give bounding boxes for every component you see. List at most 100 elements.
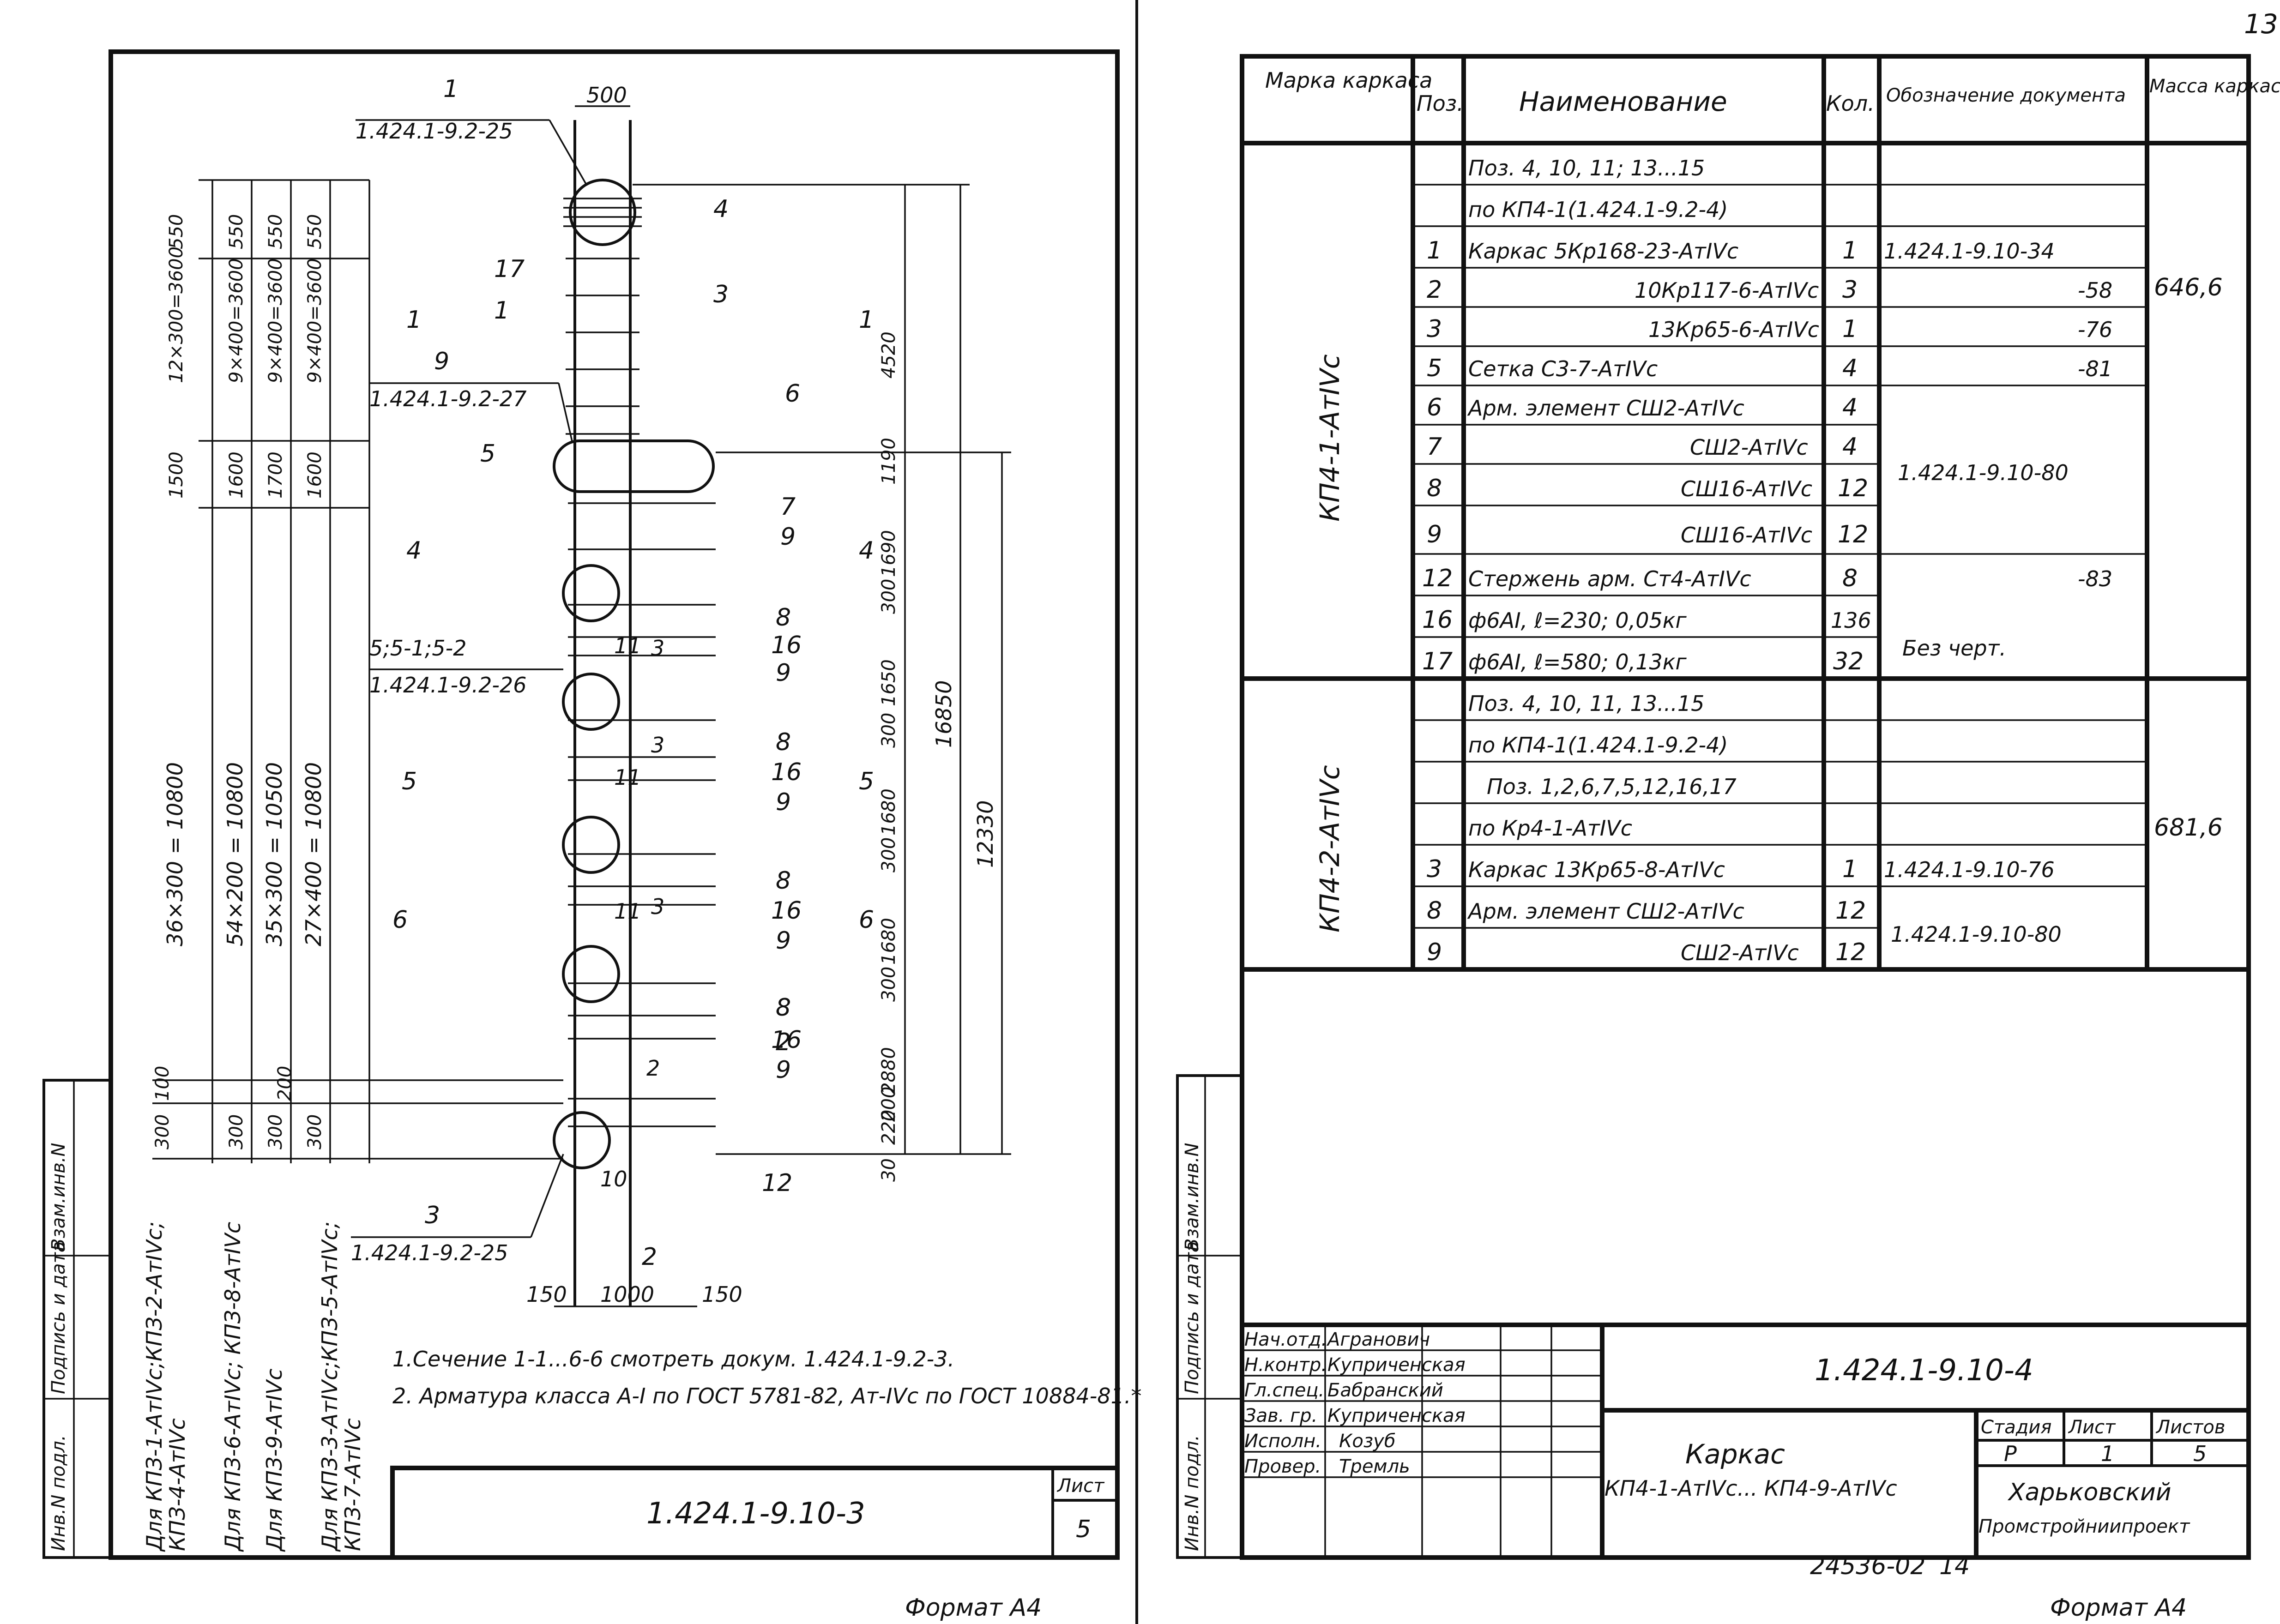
spec-table: Марка каркаса Поз. Наименование Кол. Обо… (1242, 56, 2280, 972)
c4-dim-2: 1600 (304, 451, 326, 499)
g1-row-10-pos: 12 (1422, 565, 1453, 592)
g2-row-5-pos: 8 (1427, 897, 1442, 925)
pos-label-24: 16 (771, 1026, 802, 1054)
g1-row-3-pos: 2 (1427, 276, 1442, 304)
left-stamp-sign: Подпись и дата (48, 1241, 69, 1394)
right-stamp-replace: Взам.инв.N (1182, 1143, 1203, 1251)
c2-dim-1: 9×400=3600 (226, 258, 247, 383)
left-code-block (390, 1466, 1120, 1560)
ref5-num: 5;5-1;5-2 (369, 636, 467, 661)
frame-elevation: 500 150 1000 150 (351, 75, 1011, 1307)
g1-row-7-pos: 7 (1427, 433, 1442, 461)
right-dim-7: 300 (878, 837, 899, 872)
g2-row-6-qty: 12 (1835, 938, 1866, 966)
c4-dim-1: 9×400=3600 (304, 258, 326, 383)
tb-name-5: Тремль (1339, 1456, 1410, 1477)
tb-role-3: Зав. гр. (1244, 1405, 1317, 1426)
g1-row-10-name: Стержень арм. Ст4-АтIVс (1468, 566, 1751, 591)
tb-stage-label: Стадия (1981, 1417, 2051, 1438)
g1-row-10-doc: -83 (2078, 566, 2112, 591)
right-dim-4: 1650 (878, 659, 899, 706)
tb-sheet-label: Лист (2068, 1417, 2116, 1438)
bottom-dim-1: 1000 (600, 1282, 654, 1307)
caption-c3: Для КПЗ-9-АтIVс (262, 1369, 287, 1552)
tb-sheet: 1 (2101, 1441, 2114, 1466)
left-doc-code: 1.424.1-9.10-3 (646, 1497, 865, 1531)
caption-c4b: КПЗ-7-АтIVс (340, 1418, 365, 1551)
left-sheet-label: Лист (1056, 1475, 1105, 1497)
c4-dim-4: 300 (304, 1114, 326, 1149)
g1-row-7-qty: 4 (1842, 433, 1858, 461)
pos-label-27: 2 (776, 1029, 791, 1056)
section-4b: 4 (859, 537, 874, 565)
pos-label-20: 9 (776, 927, 791, 955)
title-block: Нач.отд. Агранович Н.контр. Куприченская… (1240, 1323, 2251, 1560)
g1-row-5-pos: 5 (1427, 355, 1442, 382)
right-dim-11: 200 (878, 1087, 899, 1122)
archive-page: 14 (1939, 1552, 1970, 1580)
hdr-qty: Кол. (1826, 91, 1875, 116)
tb-name-0: Агранович (1326, 1329, 1430, 1350)
right-sheet: Инв.N подл. Подпись и дата Взам.инв.N Ма… (1176, 54, 2280, 1560)
pos-label-5: 5 (480, 440, 495, 468)
right-side-stamp (1176, 1074, 1243, 1559)
g1-row-6-qty: 4 (1842, 394, 1858, 421)
g1-row-8-pos: 8 (1427, 475, 1442, 502)
g1-row-2-pos: 1 (1427, 237, 1442, 265)
pos-label-23: 8 (776, 994, 791, 1022)
pos-label-14: 16 (771, 758, 802, 786)
right-dim-12: 220 (878, 1110, 899, 1145)
group1-mark: КП4-1-АтIVс (1314, 354, 1345, 522)
left-stamp-replace: Взам.инв.N (48, 1143, 69, 1251)
tb-role-0: Нач.отд. (1244, 1329, 1327, 1350)
c1-dim-0: 550 (166, 214, 187, 249)
g1-row-4-name: 13Кр65-6-АтIVс (1648, 317, 1819, 342)
pos-label-2: 17 (494, 255, 525, 283)
g1-row-2-doc: 1.424.1-9.10-34 (1884, 239, 2055, 264)
bottom-dim-2: 150 (702, 1282, 742, 1307)
right-dim-1: 1190 (878, 438, 899, 485)
ref9-num: 9 (434, 348, 449, 375)
g1-row-8-name: СШ16-АтIVс (1681, 476, 1812, 501)
g1-row-4-pos: 3 (1427, 315, 1442, 343)
ref3-doc: 1.424.1-9.2-25 (351, 1240, 508, 1265)
g2-row-4-qty: 1 (1842, 855, 1858, 883)
c2-dim-3: 54×200 = 10800 (223, 762, 247, 946)
tb-sheets: 5 (2193, 1441, 2207, 1466)
g1-row-3-name: 10Кр117-6-АтIVс (1635, 278, 1819, 303)
pos-label-12: 3 (651, 636, 664, 661)
pos-label-16: 11 (614, 765, 641, 790)
tb-role-4: Исполн. (1244, 1431, 1321, 1452)
position-labels: 4 3 17 1 6 5 7 9 8 16 9 11 3 8 16 9 11 3… (480, 195, 802, 1271)
top-width: 500 (586, 83, 627, 108)
section-1b: 1 (859, 306, 874, 334)
tb-name-2: Бабранский (1327, 1380, 1443, 1401)
g1-row-1-name: по КП4-1(1.424.1-9.2-4) (1468, 197, 1728, 222)
g1-row-11-doc: Без черт. (1902, 636, 2006, 661)
g2-row-4-doc: 1.424.1-9.10-76 (1884, 857, 2055, 882)
g1-row-5-name: Сетка С3-7-АтIVс (1468, 356, 1658, 381)
hdr-doc: Обозначение документа (1886, 85, 2126, 106)
pos-label-6: 7 (780, 493, 796, 521)
g1-row-5-qty: 4 (1842, 355, 1858, 382)
pos-label-11: 11 (614, 633, 641, 658)
g1-row-3-doc: -58 (2078, 278, 2112, 303)
right-stamp-inv: Инв.N подл. (1182, 1435, 1203, 1551)
left-sheet: Инв.N подл. Подпись и дата Взам.инв.N 1.… (42, 49, 1142, 1560)
g1-row-7-doc: 1.424.1-9.10-80 (1898, 460, 2069, 485)
g2-row-4-name: Каркас 13Кр65-8-АтIVс (1468, 857, 1725, 882)
pos-label-28: 2 (646, 1056, 660, 1081)
right-stamp-sign: Подпись и дата (1182, 1241, 1203, 1394)
ref5-doc: 1.424.1-9.2-26 (369, 673, 526, 698)
tb-name-1: Куприченская (1327, 1354, 1466, 1376)
g2-row-2-name: Поз. 1,2,6,7,5,12,16,17 (1487, 774, 1737, 799)
caption-c4a: Для КПЗ-3-АтIVс;КПЗ-5-АтIVс; (317, 1221, 342, 1552)
c3-dim-2: 1700 (265, 451, 286, 499)
section-6b: 6 (859, 906, 874, 934)
right-dim-14: 16850 (931, 680, 956, 748)
tb-role-1: Н.контр. (1244, 1354, 1327, 1376)
hdr-pos: Поз. (1417, 91, 1464, 116)
page-number: 13 (2244, 8, 2278, 40)
right-dim-2: 1690 (878, 530, 899, 577)
